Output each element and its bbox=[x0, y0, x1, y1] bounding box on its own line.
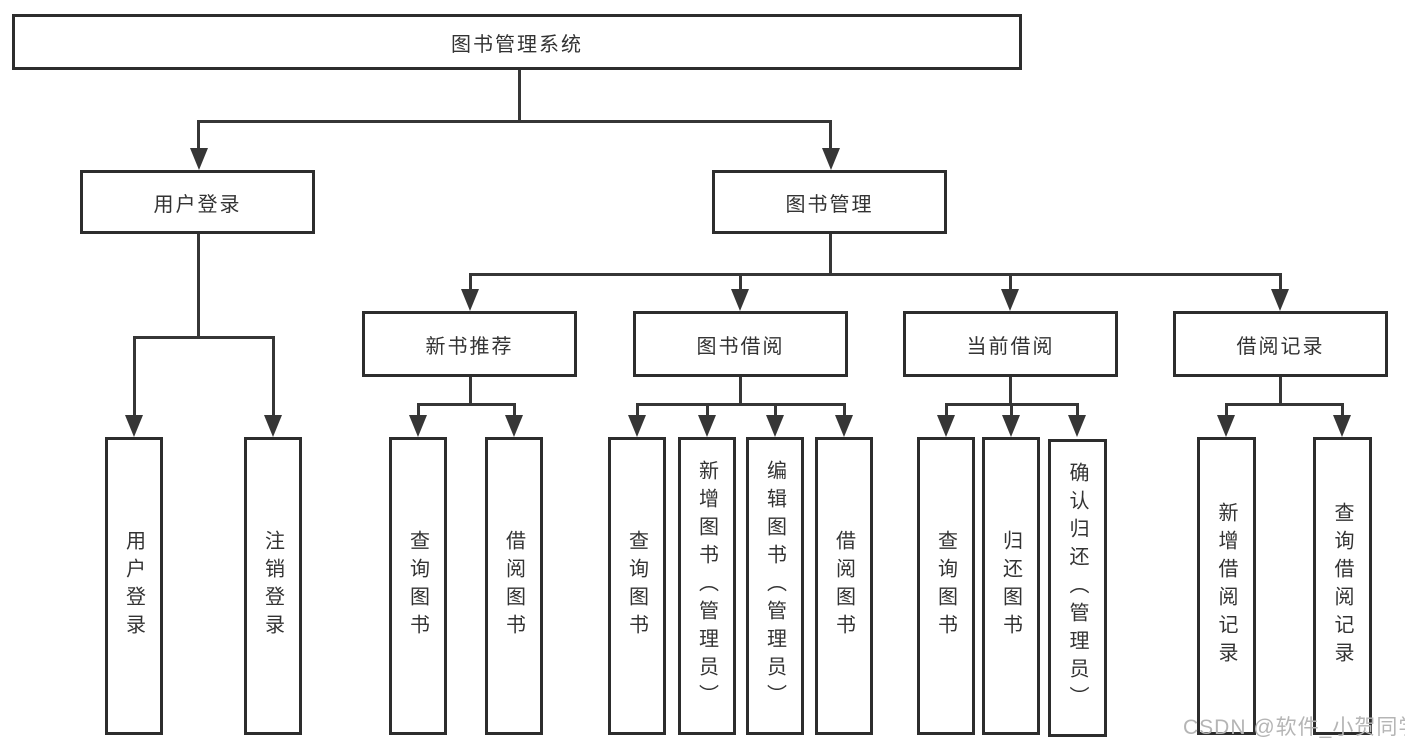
arrow-down-icon bbox=[628, 415, 646, 437]
connector-line bbox=[513, 403, 516, 415]
leaf-br-query-record: 查询借阅记录 bbox=[1313, 437, 1372, 735]
leaf-bb-add-books-admin: 新增图书（管理员） bbox=[678, 437, 736, 735]
connector-line bbox=[829, 120, 832, 150]
connector-line bbox=[1009, 376, 1012, 403]
node-user-login: 用户登录 bbox=[80, 170, 315, 234]
node-label: 查询图书 bbox=[406, 530, 429, 642]
node-label: 查询图书 bbox=[625, 530, 648, 642]
connector-line bbox=[417, 403, 420, 415]
leaf-cb-return-books: 归还图书 bbox=[982, 437, 1040, 735]
connector-line bbox=[739, 376, 742, 403]
arrow-down-icon bbox=[766, 415, 784, 437]
connector-line bbox=[739, 273, 742, 291]
leaf-br-add-record: 新增借阅记录 bbox=[1197, 437, 1256, 735]
arrow-down-icon bbox=[1002, 415, 1020, 437]
node-label: 当前借阅 bbox=[966, 335, 1055, 358]
leaf-nb-borrow-books: 借阅图书 bbox=[485, 437, 543, 735]
arrow-down-icon bbox=[505, 415, 523, 437]
node-label: 图书管理系统 bbox=[451, 33, 583, 56]
leaf-bb-query-books: 查询图书 bbox=[608, 437, 666, 735]
connector-line bbox=[706, 403, 709, 415]
arrow-down-icon bbox=[1068, 415, 1086, 437]
connector-line bbox=[133, 336, 136, 415]
node-label: 用户登录 bbox=[122, 530, 145, 642]
arrow-down-icon bbox=[698, 415, 716, 437]
node-root: 图书管理系统 bbox=[12, 14, 1022, 70]
connector-line bbox=[1225, 403, 1344, 406]
connector-line bbox=[843, 403, 846, 415]
connector-line bbox=[774, 403, 777, 415]
connector-line bbox=[469, 273, 472, 291]
connector-line bbox=[1279, 376, 1282, 403]
connector-line bbox=[1009, 273, 1012, 291]
connector-line bbox=[1341, 403, 1344, 415]
arrow-down-icon bbox=[822, 148, 840, 170]
leaf-cb-confirm-return-admin: 确认归还（管理员） bbox=[1048, 439, 1107, 737]
arrow-down-icon bbox=[461, 289, 479, 311]
arrow-down-icon bbox=[937, 415, 955, 437]
node-book-borrow: 图书借阅 bbox=[633, 311, 848, 377]
node-label: 借阅图书 bbox=[502, 530, 525, 642]
node-label: 编辑图书（管理员） bbox=[763, 460, 786, 712]
arrow-down-icon bbox=[1001, 289, 1019, 311]
arrow-down-icon bbox=[1333, 415, 1351, 437]
connector-line bbox=[133, 336, 275, 339]
leaf-logout: 注销登录 bbox=[244, 437, 302, 735]
watermark: CSDN @软件_小贺同学 bbox=[1183, 716, 1405, 739]
connector-line bbox=[1076, 403, 1079, 415]
connector-line bbox=[636, 403, 639, 415]
leaf-nb-query-books: 查询图书 bbox=[389, 437, 447, 735]
node-book-management: 图书管理 bbox=[712, 170, 947, 234]
connector-line bbox=[272, 336, 275, 415]
arrow-down-icon bbox=[1271, 289, 1289, 311]
leaf-cb-query-books: 查询图书 bbox=[917, 437, 975, 735]
arrow-down-icon bbox=[409, 415, 427, 437]
node-label: 借阅图书 bbox=[832, 530, 855, 642]
node-label: 确认归还（管理员） bbox=[1066, 462, 1088, 714]
connector-line bbox=[1010, 403, 1013, 415]
node-label: 借阅记录 bbox=[1236, 335, 1325, 358]
arrow-down-icon bbox=[190, 148, 208, 170]
node-new-book-recommend: 新书推荐 bbox=[362, 311, 577, 377]
arrow-down-icon bbox=[1217, 415, 1235, 437]
connector-line bbox=[469, 273, 1282, 276]
arrow-down-icon bbox=[835, 415, 853, 437]
arrow-down-icon bbox=[125, 415, 143, 437]
connector-line bbox=[636, 403, 846, 406]
node-borrow-records: 借阅记录 bbox=[1173, 311, 1388, 377]
node-label: 用户登录 bbox=[153, 193, 242, 216]
node-label: 图书管理 bbox=[785, 193, 874, 216]
node-label: 注销登录 bbox=[261, 530, 284, 642]
connector-line bbox=[518, 68, 521, 120]
connector-line bbox=[829, 233, 832, 273]
node-current-borrow: 当前借阅 bbox=[903, 311, 1118, 377]
leaf-bb-edit-books-admin: 编辑图书（管理员） bbox=[746, 437, 804, 735]
node-label: 归还图书 bbox=[999, 530, 1022, 642]
node-label: 新增借阅记录 bbox=[1215, 502, 1237, 670]
arrow-down-icon bbox=[731, 289, 749, 311]
connector-line bbox=[1225, 403, 1228, 415]
connector-line bbox=[197, 120, 832, 123]
connector-line bbox=[417, 403, 516, 406]
node-label: 新书推荐 bbox=[425, 335, 514, 358]
leaf-user-login: 用户登录 bbox=[105, 437, 163, 735]
node-label: 新增图书（管理员） bbox=[695, 460, 718, 712]
arrow-down-icon bbox=[264, 415, 282, 437]
node-label: 查询借阅记录 bbox=[1331, 502, 1353, 670]
connector-line bbox=[1279, 273, 1282, 291]
connector-line bbox=[197, 120, 200, 150]
leaf-bb-borrow-books: 借阅图书 bbox=[815, 437, 873, 735]
node-label: 图书借阅 bbox=[696, 335, 785, 358]
connector-line bbox=[945, 403, 948, 415]
connector-line bbox=[197, 233, 200, 336]
node-label: 查询图书 bbox=[934, 530, 957, 642]
connector-line bbox=[469, 376, 472, 403]
